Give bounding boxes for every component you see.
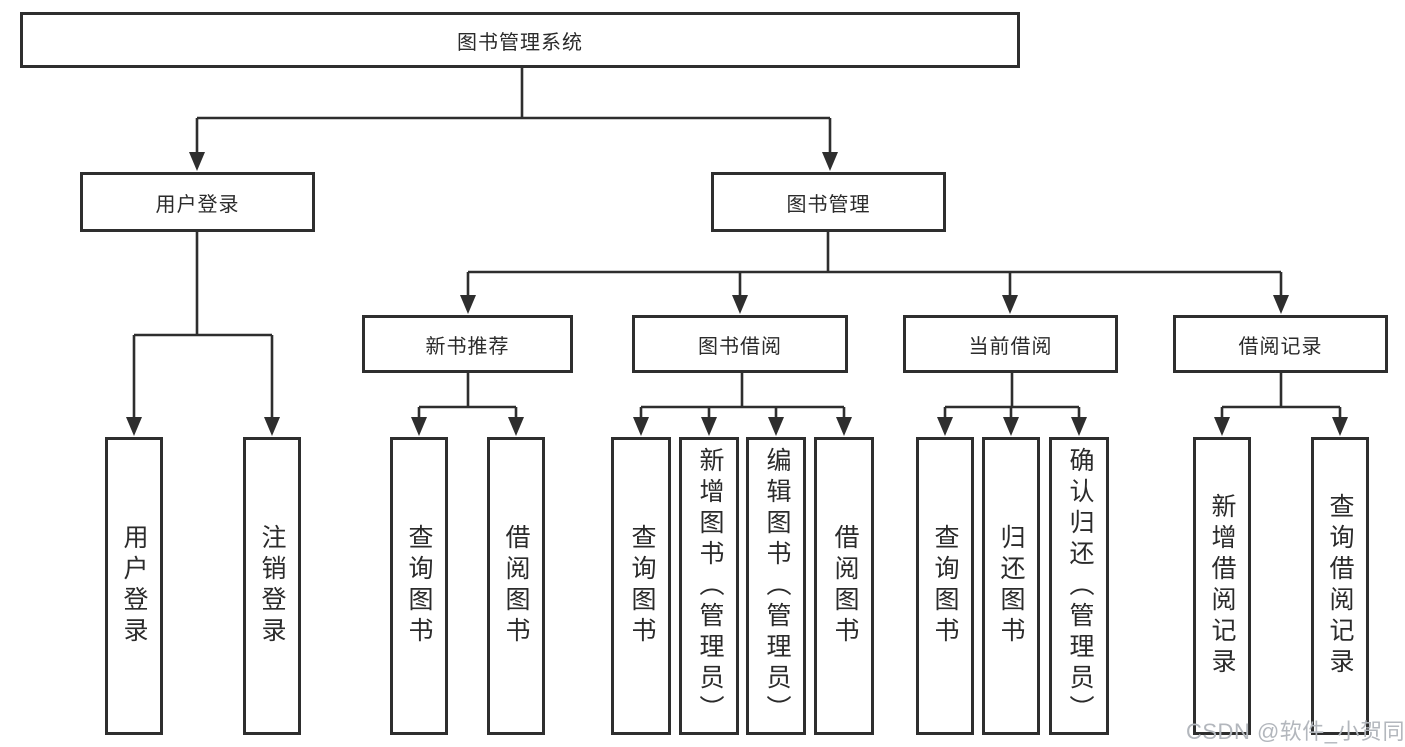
node-query-books-borrowing: 查询图书 (611, 437, 671, 735)
node-query-books-recommend: 查询图书 (390, 437, 448, 735)
node-borrowing-records: 借阅记录 (1173, 315, 1388, 373)
watermark: CSDN @软件_小贺同学 (1186, 719, 1405, 744)
node-borrow-books-recommend: 借阅图书 (487, 437, 545, 735)
arrowheads (126, 152, 1348, 436)
node-add-borrow-record: 新增借阅记录 (1193, 437, 1251, 735)
node-book-borrowing: 图书借阅 (632, 315, 848, 373)
node-user-login: 用户登录 (80, 172, 315, 232)
node-edit-books-admin: 编辑图书（管理员） (746, 437, 806, 735)
node-borrow-books-borrowing: 借阅图书 (814, 437, 874, 735)
node-current-borrowing: 当前借阅 (903, 315, 1118, 373)
node-library-system: 图书管理系统 (20, 12, 1020, 68)
connector-lines (132, 68, 1342, 419)
node-query-borrow-record: 查询借阅记录 (1311, 437, 1369, 735)
node-logout: 注销登录 (243, 437, 301, 735)
node-confirm-return-admin: 确认归还（管理员） (1049, 437, 1109, 735)
node-book-management: 图书管理 (711, 172, 946, 232)
node-return-books: 归还图书 (982, 437, 1040, 735)
node-add-books-admin: 新增图书（管理员） (679, 437, 739, 735)
node-user-login-leaf: 用户登录 (105, 437, 163, 735)
node-query-books-current: 查询图书 (916, 437, 974, 735)
node-new-book-recommend: 新书推荐 (362, 315, 573, 373)
